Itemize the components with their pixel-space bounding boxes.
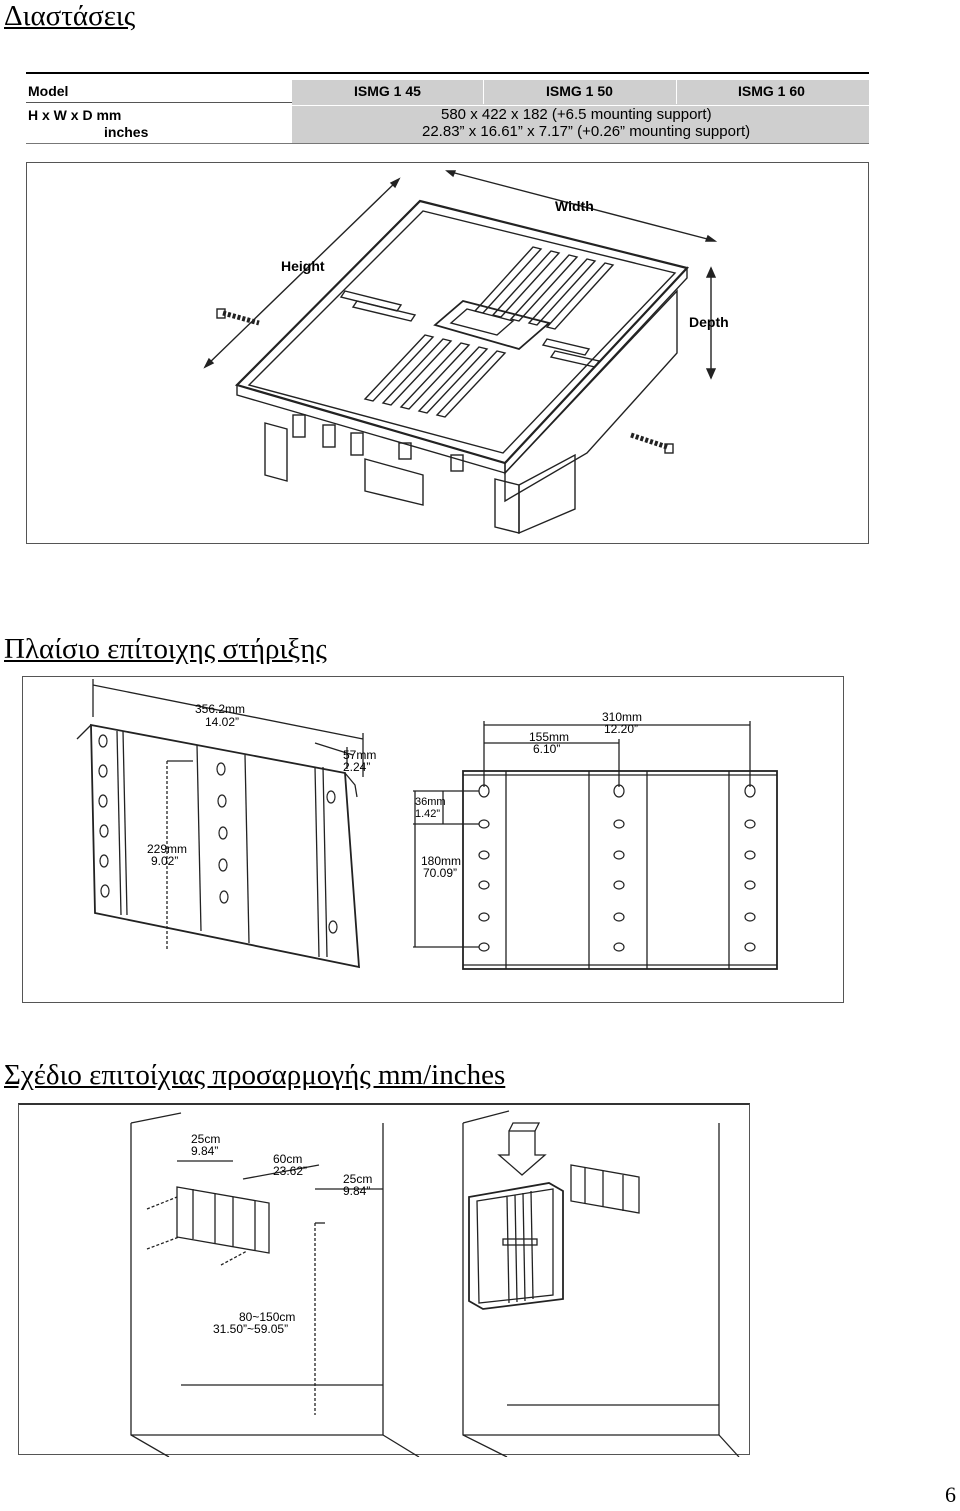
height-in: 9.02” [151, 854, 178, 868]
depth-label: Depth [689, 314, 729, 330]
half-mm: 155mm [529, 730, 569, 744]
span-mm: 310mm [602, 710, 642, 724]
right-gap-mm: 25cm [343, 1172, 372, 1186]
wall-bracket-figure: 356.2mm 14.02” 57mm 2.24” 229mm 9.02” 31… [22, 676, 844, 1003]
height-label: Height [281, 258, 325, 274]
table-top-rule [26, 72, 869, 74]
values-shade [292, 106, 869, 144]
dims-inches-value: 22.83” x 16.61” x 7.17” (+0.26” mounting… [422, 123, 751, 140]
top-gap-mm: 25cm [191, 1132, 220, 1146]
right-gap-in: 9.84” [343, 1184, 370, 1198]
model-label: Model [28, 83, 69, 99]
wall-installation-figure: 25cm 9.84” 60cm 23.62” 25cm 9.84” 80~150… [18, 1103, 750, 1457]
dims-inches-label: inches [104, 124, 149, 140]
floor-gap-in: 31.50”~59.05” [213, 1322, 288, 1336]
span-in: 12.20” [604, 722, 638, 736]
depth-in: 2.24” [343, 760, 370, 774]
section-heading-wall-plan: Σχέδιο επιτοίχιας προσαρμογής mm/inches [4, 1059, 506, 1091]
pitch-in: 1.42” [415, 808, 440, 820]
pitch-mm: 36mm [415, 796, 446, 808]
spec-table: Model ISMG 1 45 ISMG 1 50 ISMG 1 60 H x … [26, 72, 869, 144]
height-mm: 229mm [147, 842, 187, 856]
floor-gap-mm: 80~150cm [239, 1310, 295, 1324]
side-gap-mm: 60cm [273, 1152, 302, 1166]
installation-drawing: 25cm 9.84” 60cm 23.62” 25cm 9.84” 80~150… [130, 1110, 740, 1457]
len-in: 70.09” [423, 866, 457, 880]
dims-mm-label: H x W x D mm [28, 107, 122, 123]
dims-mm-value: 580 x 422 x 182 (+6.5 mounting support) [441, 106, 712, 123]
model-ismg-1-45: ISMG 1 45 [354, 83, 421, 99]
model-ismg-1-60: ISMG 1 60 [738, 83, 805, 99]
bracket-drawing: 356.2mm 14.02” 57mm 2.24” 229mm 9.02” 31… [76, 679, 778, 970]
device-dimensions-figure: Width Height Depth [26, 162, 869, 544]
len-mm: 180mm [421, 854, 461, 868]
side-gap-in: 23.62” [273, 1164, 307, 1178]
width-mm: 356.2mm [195, 702, 245, 716]
device-drawing: Width Height Depth [203, 170, 729, 535]
half-in: 6.10” [533, 742, 560, 756]
model-ismg-1-50: ISMG 1 50 [546, 83, 613, 99]
page-number: 6 [945, 1482, 956, 1507]
section-heading-wall-frame: Πλαίσιο επίτοιχης στήριξης [4, 633, 327, 665]
section-heading-dimensions: Διαστάσεις [4, 0, 136, 32]
top-gap-in: 9.84” [191, 1144, 218, 1158]
width-in: 14.02” [205, 715, 239, 729]
header-shade [292, 80, 869, 105]
width-label: Width [555, 198, 594, 214]
depth-mm: 57mm [343, 748, 376, 762]
